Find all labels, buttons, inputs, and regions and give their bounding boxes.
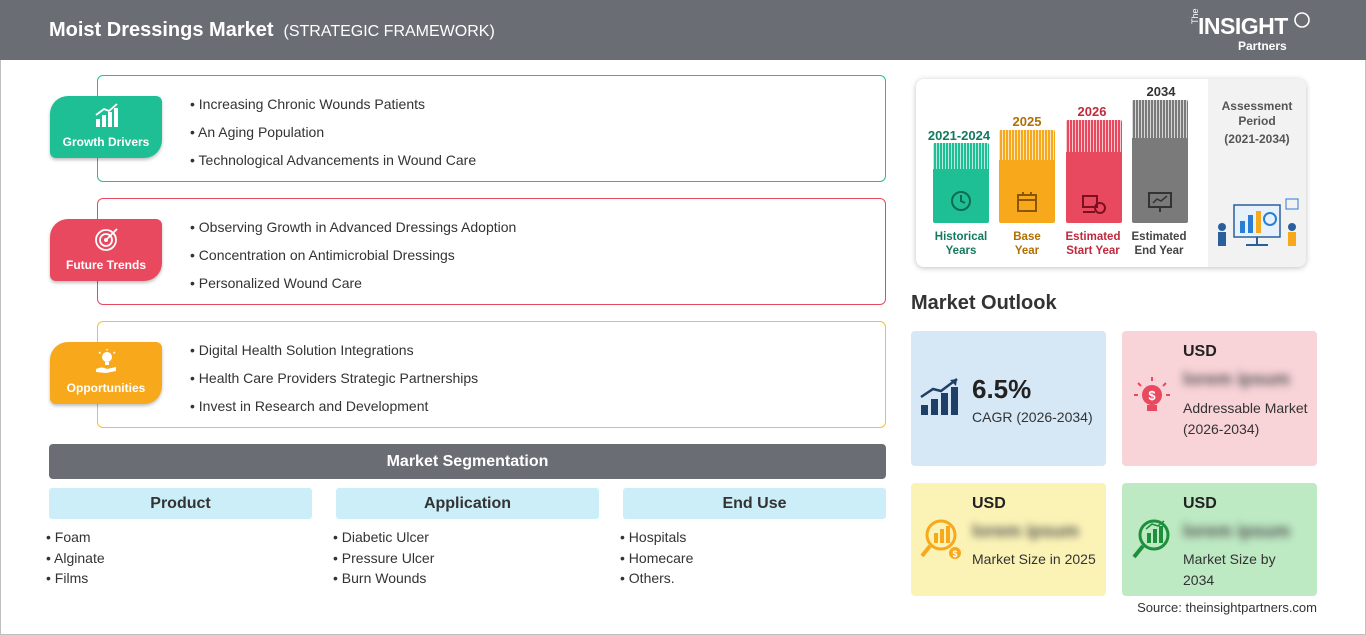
opportunities-list: Digital Health Solution Integrations Hea… [190,340,478,424]
growth-drivers-box: Increasing Chronic Wounds Patients An Ag… [97,75,886,182]
page-title: Moist Dressings Market [49,18,274,41]
timeline-bar-start [1066,120,1122,223]
future-trends-label: Future Trends [65,258,146,272]
list-item: Foam [46,527,312,548]
list-item: Diabetic Ulcer [333,527,599,548]
source-credit: Source: theinsightpartners.com [1137,600,1317,615]
growth-drivers-list: Increasing Chronic Wounds Patients An Ag… [190,94,476,178]
header-bar: Moist Dressings Market (STRATEGIC FRAMEW… [0,0,1366,60]
assessment-timeline: 2021-2024 Historical Years 2025 Base Yea… [916,79,1306,267]
history-clock-icon [951,191,971,211]
lightbulb-hand-icon [96,349,116,373]
size-2034-label: Market Size by 2034 [1183,551,1276,588]
addressable-market-card: $ USD lorem ipsum Addressable Market (20… [1122,331,1317,466]
magnifier-growth-icon [1132,519,1170,559]
timeline-caption: Base Year [1013,231,1041,257]
opportunities-label: Opportunities [66,381,146,395]
addressable-label: Addressable Market (2026-2034) [1183,400,1308,437]
list-item: Pressure Ulcer [333,548,599,569]
target-icon [95,228,118,251]
size-2034-currency: USD [1183,495,1217,512]
assessment-title: Assessment Period [1221,99,1293,128]
assessment-period: (2021-2034) [1224,132,1290,146]
list-item: Alginate [46,548,312,569]
svg-text:$: $ [1148,388,1156,403]
addressable-value: lorem ipsum [1183,369,1291,389]
timeline-caption: Estimated End Year [1131,231,1187,257]
list-item: Burn Wounds [333,568,599,589]
insight-partners-logo: The INSIGHT Partners [1188,8,1310,53]
list-item: An Aging Population [190,122,476,150]
list-item: Concentration on Antimicrobial Dressings [190,245,516,273]
timeline-bar-base [999,130,1055,223]
growth-chart-icon [95,103,118,127]
lightbulb-dollar-icon: $ [1134,377,1170,411]
addressable-currency: USD [1183,343,1217,360]
analytics-people-icon [1218,198,1299,246]
timeline-year: 2025 [1012,114,1042,129]
growth-drivers-label: Growth Drivers [62,135,150,149]
segment-head: End Use [623,488,886,519]
list-item: Increasing Chronic Wounds Patients [190,94,476,122]
timeline-year: 2021-2024 [927,128,991,143]
opportunities-box: Digital Health Solution Integrations Hea… [97,321,886,428]
segment-application: Application Diabetic Ulcer Pressure Ulce… [336,488,599,589]
list-item: Observing Growth in Advanced Dressings A… [190,217,517,245]
market-size-2025-card: $ USD lorem ipsum Market Size in 2025 [911,483,1106,596]
magnifier-chart-icon: $ [920,519,961,559]
opportunities-badge: Opportunities [50,342,162,404]
list-item: Hospitals [620,527,886,548]
future-trends-box: Observing Growth in Advanced Dressings A… [97,198,886,305]
size-2025-currency: USD [972,495,1006,512]
calendar-icon [1017,192,1037,212]
list-item: Homecare [620,548,886,569]
timeline-bar-end [1132,100,1188,223]
segment-head: Product [49,488,312,519]
page-subtitle: (STRATEGIC FRAMEWORK) [283,22,495,40]
future-trends-badge: Future Trends [50,219,162,281]
growth-bars-icon [920,378,958,415]
list-item: Health Care Providers Strategic Partners… [190,368,478,396]
list-item: Technological Advancements in Wound Care [190,150,477,178]
list-item: Personalized Wound Care [190,273,516,301]
size-2025-label: Market Size in 2025 [972,551,1096,567]
segment-end-use: End Use Hospitals Homecare Others. [623,488,886,589]
list-item: Films [46,568,312,589]
segment-product: Product Foam Alginate Films [49,488,312,589]
size-2025-value: lorem ipsum [972,521,1080,541]
start-year-icon [1082,195,1106,214]
timeline-caption: Estimated Start Year [1065,231,1121,257]
presentation-icon [1148,192,1172,212]
timeline-bar-historical [933,143,989,223]
list-item: Invest in Research and Development [190,396,478,424]
future-trends-list: Observing Growth in Advanced Dressings A… [190,217,517,301]
timeline-caption: Historical Years [934,231,988,257]
segment-head: Application [336,488,599,519]
cagr-label: CAGR (2026-2034) [972,409,1093,425]
market-size-2034-card: USD lorem ipsum Market Size by 2034 [1122,483,1317,596]
market-segmentation-header: Market Segmentation [49,444,886,479]
timeline-year: 2034 [1146,84,1176,99]
growth-drivers-badge: Growth Drivers [50,96,162,158]
size-2034-value: lorem ipsum [1183,521,1291,541]
market-outlook-title: Market Outlook [911,292,1057,314]
logo-ring-icon [1294,12,1310,28]
list-item: Digital Health Solution Integrations [190,340,478,368]
list-item: Others. [620,568,886,589]
cagr-value: 6.5% [972,374,1032,404]
timeline-year: 2026 [1077,104,1107,119]
assessment-period-panel: Assessment Period (2021-2034) [1208,79,1306,267]
cagr-card: 6.5% CAGR (2026-2034) [911,331,1106,466]
svg-text:$: $ [952,549,957,559]
